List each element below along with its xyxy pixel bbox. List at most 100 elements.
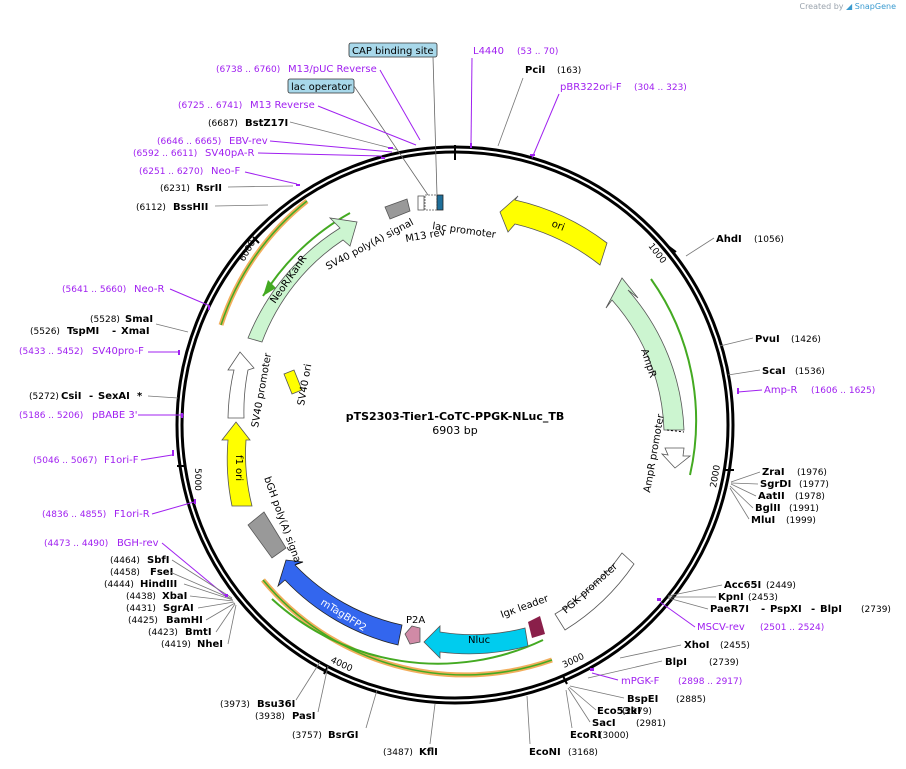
enzyme-pasi-pos: (3938) [255, 712, 285, 722]
primer-pbabe[interactable]: pBABE 3' [92, 410, 138, 421]
enzyme-fsei-pos: (4458) [110, 568, 140, 578]
primer-sv40pro-f-pos: (5433 .. 5452) [19, 347, 83, 357]
enzyme-sgrdi[interactable]: SgrDI [760, 479, 791, 490]
brand-prefix: Created by [799, 2, 844, 11]
primer-sv40pa-r[interactable]: SV40pA-R [205, 148, 254, 159]
enzyme-hindiii[interactable]: HindIII [140, 579, 177, 590]
enzyme-acc65i[interactable]: Acc65I [724, 580, 761, 591]
enzyme-smai[interactable]: SmaI [125, 314, 153, 325]
enzyme-blpi[interactable]: XhoI [684, 640, 709, 651]
enzyme-pspxi[interactable]: PspXI [770, 604, 802, 615]
ampr-promoter-feature[interactable] [660, 447, 692, 469]
enzyme-econi-line [526, 695, 531, 745]
primer-mscv-rev[interactable]: MSCV-rev [697, 622, 745, 633]
primer-pbr322ori-f-line [531, 93, 560, 159]
m13-rev-feature[interactable] [417, 195, 425, 211]
enzyme-paer7i[interactable]: PaeR7I [710, 604, 749, 615]
enzyme-xbai[interactable]: XbaI [162, 591, 187, 602]
enzyme-kpni[interactable]: KpnI [718, 592, 744, 603]
enzyme-kfli-line [429, 703, 436, 745]
p2a-feature[interactable] [404, 625, 421, 645]
sv40-ori-feature[interactable] [283, 369, 303, 395]
enzyme-pasi[interactable]: PasI [292, 711, 315, 722]
primer-m13puc[interactable]: M13/pUC Reverse [288, 64, 377, 75]
cap-binding-site-box[interactable] [348, 42, 438, 58]
neor-kanr-feature[interactable] [247, 217, 358, 343]
enzyme-fsei[interactable]: FseI [150, 567, 173, 578]
pgk-promoter-feature[interactable] [554, 552, 635, 631]
mtagbfp2-feature[interactable] [277, 559, 403, 646]
enzyme-sexai[interactable]: SexAI [98, 391, 130, 402]
primer-mpgk-f-line [591, 672, 619, 681]
enzyme-bglii[interactable]: BglII [755, 503, 781, 514]
enzyme-bamhi[interactable]: BamHI [166, 615, 203, 626]
enzyme-mlui[interactable]: MluI [751, 515, 775, 526]
neo-track-arrowhead [263, 280, 276, 296]
igk-leader-feature[interactable] [528, 616, 545, 638]
primer-neo-r[interactable]: Neo-R [134, 284, 165, 295]
enzyme-kfli[interactable]: KflI [419, 747, 438, 758]
green-track-right [650, 278, 698, 476]
primer-bgh-rev[interactable]: BGH-rev [117, 538, 159, 549]
enzyme-sgrai-pos: (4431) [126, 604, 156, 614]
ori-feature[interactable] [499, 195, 608, 266]
enzyme-bspei[interactable]: BlpI [665, 657, 687, 668]
sv40-polya-feature[interactable] [384, 198, 411, 220]
enzyme-rsrii-line [227, 185, 294, 188]
primer-mpgk-f[interactable]: mPGK-F [621, 676, 660, 687]
enzyme-pspxi-sep: - [761, 604, 765, 615]
enzyme-scai[interactable]: ScaI [762, 366, 786, 377]
enzyme-ahdi-line [685, 237, 715, 257]
enzyme-zrai[interactable]: ZraI [762, 467, 785, 478]
enzyme-bsu36i-pos: (3973) [220, 700, 250, 710]
enzyme-kfli-pos: (3487) [383, 748, 413, 758]
enzyme-bsshii[interactable]: BssHII [173, 202, 208, 213]
enzyme-bmti[interactable]: BmtI [185, 627, 212, 638]
primer-amp-r[interactable]: Amp-R [764, 385, 798, 396]
lac-promoter-feature[interactable] [424, 194, 438, 211]
primer-sv40pro-f[interactable]: SV40pro-F [92, 346, 144, 357]
enzyme-bsrgi[interactable]: BsrGI [328, 730, 358, 741]
enzyme-spei[interactable]: EcoRI [570, 730, 601, 741]
enzyme-csii[interactable]: CsiI [61, 391, 81, 402]
enzyme-bsu36i[interactable]: Bsu36I [257, 699, 295, 710]
enzyme-sgrdi-pos: (1977) [799, 480, 829, 490]
lac-operator-feature[interactable] [436, 194, 444, 211]
primer-f1ori-f[interactable]: F1ori-F [104, 455, 139, 466]
bgh-polya-feature[interactable] [247, 511, 287, 559]
enzyme-sgrai[interactable]: SgrAI [163, 603, 194, 614]
enzyme-rsrii[interactable]: RsrII [196, 183, 222, 194]
enzyme-nhei[interactable]: NheI [197, 639, 223, 650]
enzyme-sbfi[interactable]: SbfI [147, 555, 169, 566]
primer-l4440[interactable]: L4440 [473, 46, 504, 57]
primer-m13rev[interactable]: M13 Reverse [250, 100, 315, 111]
enzyme-xhoi[interactable]: BlpI [820, 604, 842, 615]
enzyme-ecori[interactable]: SacI [592, 718, 616, 729]
enzyme-bsshii-line [214, 204, 269, 207]
enzyme-pvui[interactable]: PvuI [755, 334, 780, 345]
primer-pbr322ori-f[interactable]: pBR322ori-F [560, 82, 622, 93]
enzyme-bsrgi-pos: (3757) [292, 731, 322, 741]
sv40-promoter-feature[interactable] [227, 351, 255, 419]
enzyme-econi-pos: (3168) [568, 748, 598, 758]
f1-ori-feature[interactable] [221, 421, 253, 507]
primer-f1ori-r[interactable]: F1ori-R [114, 509, 150, 520]
primer-neo-f[interactable]: Neo-F [211, 166, 241, 177]
primer-neo-f-line [244, 171, 298, 185]
ampr-feature[interactable] [605, 277, 685, 431]
enzyme-aatii[interactable]: AatII [758, 491, 785, 502]
nluc-feature[interactable] [423, 625, 529, 659]
p2a-label: P2A [406, 615, 425, 626]
enzyme-rsrii-pos: (6231) [160, 184, 190, 194]
enzyme-bstz17i[interactable]: BstZ17I [245, 118, 288, 129]
enzyme-bglii-pos: (1991) [789, 504, 819, 514]
enzyme-tspmi[interactable]: TspMI [67, 326, 99, 337]
enzyme-ahdi[interactable]: AhdI [716, 234, 742, 245]
enzyme-xmai[interactable]: XmaI [121, 326, 150, 337]
enzyme-pcii[interactable]: PciI [525, 65, 545, 76]
enzyme-econi[interactable]: EcoNI [529, 747, 561, 758]
enzyme-eco53ki[interactable]: BspEI [627, 694, 658, 705]
enzyme-saci[interactable]: Eco53kI [597, 706, 641, 717]
primer-ebv-rev[interactable]: EBV-rev [229, 136, 268, 147]
enzyme-bsshii-pos: (6112) [136, 203, 166, 213]
